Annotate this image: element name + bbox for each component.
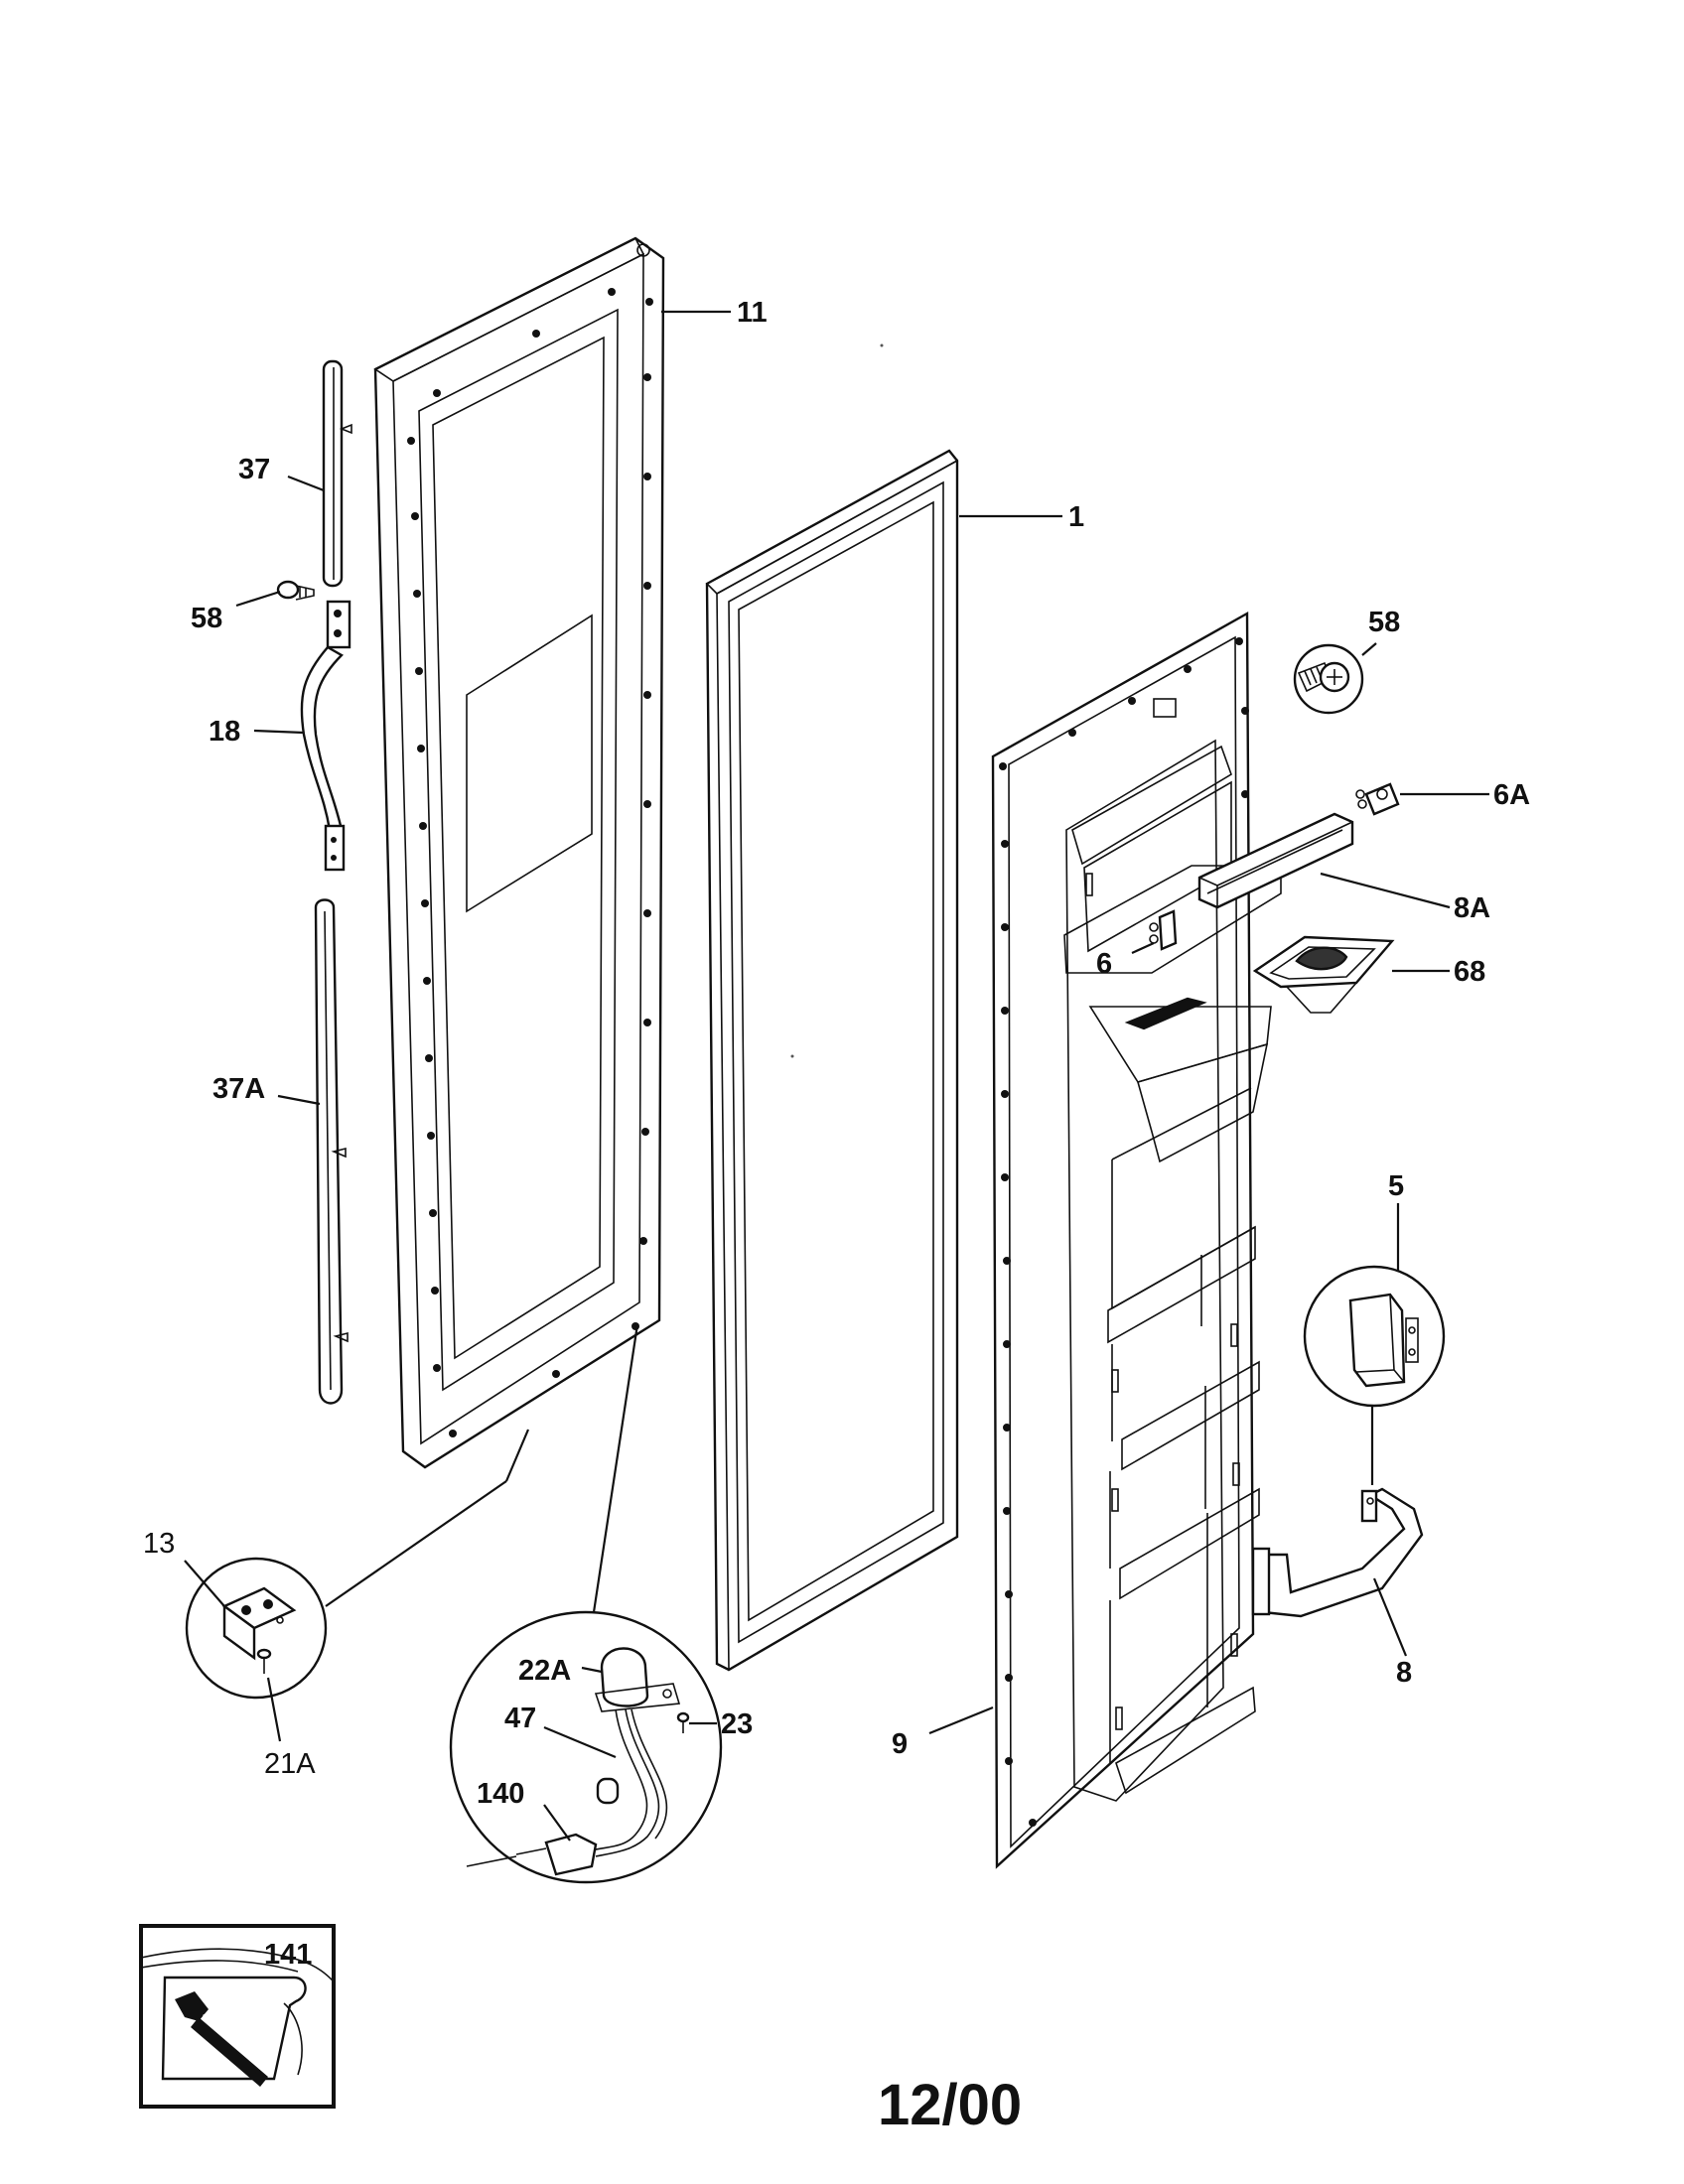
leader-21A [266,1677,282,1742]
detail-link-13b [504,1429,530,1482]
callout-6: 6 [1096,948,1112,980]
light-socket-detail [449,1610,723,1884]
detail-link-13 [325,1480,507,1607]
leader-18 [253,729,305,735]
callout-140: 140 [477,1778,524,1810]
callout-11: 11 [737,297,768,329]
leader-8A [1320,872,1451,909]
leader-22A [581,1666,603,1674]
callout-68: 68 [1454,956,1485,988]
callout-9: 9 [892,1728,908,1760]
clip-6 [1149,909,1178,951]
door-gasket [705,449,959,1672]
dispenser-cup-68 [1252,935,1395,1014]
callout-22A: 22A [518,1655,571,1687]
leader-37A [277,1094,321,1106]
door-outer-panel [373,236,665,1469]
callout-6A: 6A [1493,779,1530,811]
leader-13 [184,1560,225,1607]
callout-23: 23 [721,1708,753,1740]
screw-detail-right [1293,643,1364,715]
callout-141: 141 [264,1939,312,1971]
callout-8: 8 [1396,1657,1412,1689]
leader-58-left [235,590,281,608]
callout-58-left: 58 [191,603,222,634]
handle-bracket [300,600,351,872]
callout-58-right: 58 [1368,607,1400,638]
screw-left [276,580,315,601]
bracket-detail-13 [185,1557,328,1700]
leader-140 [543,1804,571,1842]
rail-8A [1197,812,1354,909]
callout-37A: 37A [212,1073,265,1105]
detail-link-socket [592,1323,639,1613]
upper-trim-strip [322,359,352,588]
lower-trim-strip [314,898,349,1405]
callout-8A: 8A [1454,892,1490,924]
leader-47 [543,1725,617,1759]
callout-37: 37 [238,454,270,485]
inner-door-liner [991,611,1282,1869]
inset-box-141 [139,1924,336,2109]
callout-13: 13 [143,1528,175,1560]
leader-8 [1372,1577,1408,1657]
clip-detail-5 [1303,1265,1446,1408]
leader-6 [1131,941,1155,955]
callout-5: 5 [1388,1170,1404,1202]
leader-9 [928,1706,994,1735]
speck [880,343,884,347]
date-code: 12/00 [878,2073,1022,2137]
callout-1: 1 [1068,501,1084,533]
speck [790,1054,794,1058]
shelf-bracket-8 [1251,1487,1424,1618]
callout-47: 47 [504,1703,536,1734]
clip-6A [1355,782,1400,816]
callout-21A: 21A [264,1748,316,1780]
callout-18: 18 [209,716,240,748]
leader-58-right [1361,642,1377,656]
leader-37 [287,475,325,492]
